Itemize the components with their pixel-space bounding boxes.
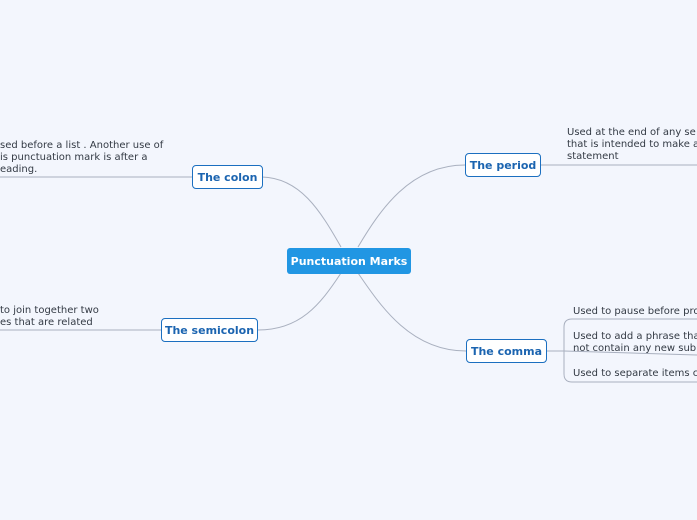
note-comma-1[interactable]: Used to pause before pro [573,306,697,317]
link-root-comma [357,272,467,352]
link-comma-note-3 [563,351,697,383]
link-comma-note-1 [563,318,697,351]
note-comma-2[interactable]: Used to add a phrase tha not contain any… [573,331,697,354]
root-node[interactable]: Punctuation Marks [287,248,411,274]
link-root-period [357,164,466,248]
note-semicolon[interactable]: to join together two es that are related [0,305,99,328]
topic-period-label: The period [469,158,537,172]
topic-semicolon-label: The semicolon [164,323,255,337]
topic-comma[interactable]: The comma [466,339,547,363]
topic-colon-label: The colon [197,170,258,184]
topic-colon[interactable]: The colon [192,165,263,189]
topic-period[interactable]: The period [465,153,541,177]
root-node-label: Punctuation Marks [290,254,408,268]
note-comma-3[interactable]: Used to separate items c [573,368,697,379]
note-colon[interactable]: sed before a list . Another use of is pu… [0,140,164,175]
link-root-colon [261,176,342,248]
topic-semicolon[interactable]: The semicolon [161,318,258,342]
note-period[interactable]: Used at the end of any se that is intend… [567,127,697,162]
link-root-semicolon [257,272,342,331]
link-comma-note-2 [563,350,697,356]
topic-comma-label: The comma [470,344,543,358]
